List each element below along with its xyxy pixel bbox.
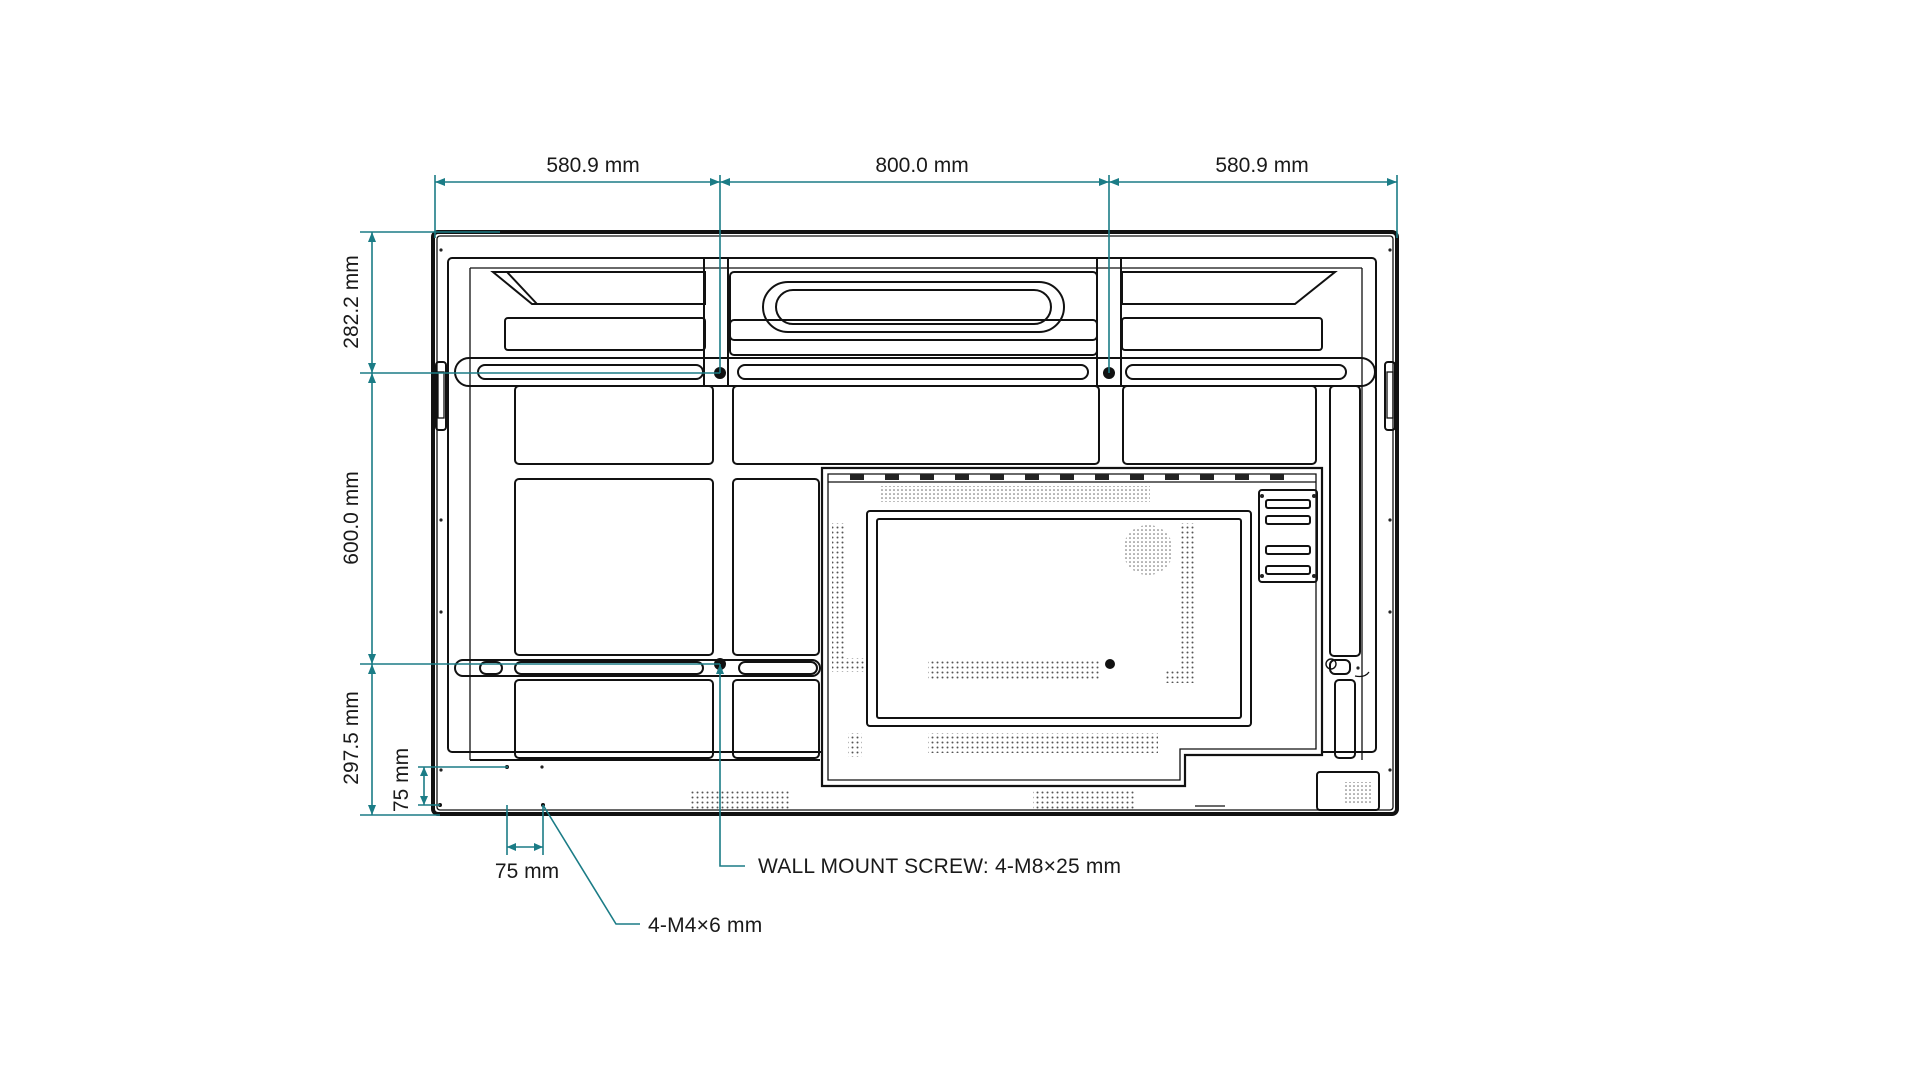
electronics-module bbox=[820, 466, 1324, 788]
small-screw-label: 4-M4×6 mm bbox=[648, 914, 762, 937]
dim-left-top: 282.2 mm bbox=[340, 255, 363, 348]
display-back-panel bbox=[431, 230, 1399, 816]
dim-top-right: 580.9 mm bbox=[1215, 154, 1308, 177]
dim-small-horizontal: 75 mm bbox=[495, 860, 559, 883]
dim-small-vertical: 75 mm bbox=[390, 748, 413, 812]
dimension-labels: 580.9 mm 800.0 mm 580.9 mm 282.2 mm 600.… bbox=[340, 154, 1309, 937]
dim-top-left: 580.9 mm bbox=[546, 154, 639, 177]
dim-left-mid: 600.0 mm bbox=[340, 471, 363, 564]
dim-top-center: 800.0 mm bbox=[875, 154, 968, 177]
dimension-lines bbox=[360, 175, 1398, 925]
wall-mount-screw-label: WALL MOUNT SCREW: 4-M8×25 mm bbox=[758, 855, 1121, 878]
dim-left-bottom: 297.5 mm bbox=[340, 691, 363, 784]
